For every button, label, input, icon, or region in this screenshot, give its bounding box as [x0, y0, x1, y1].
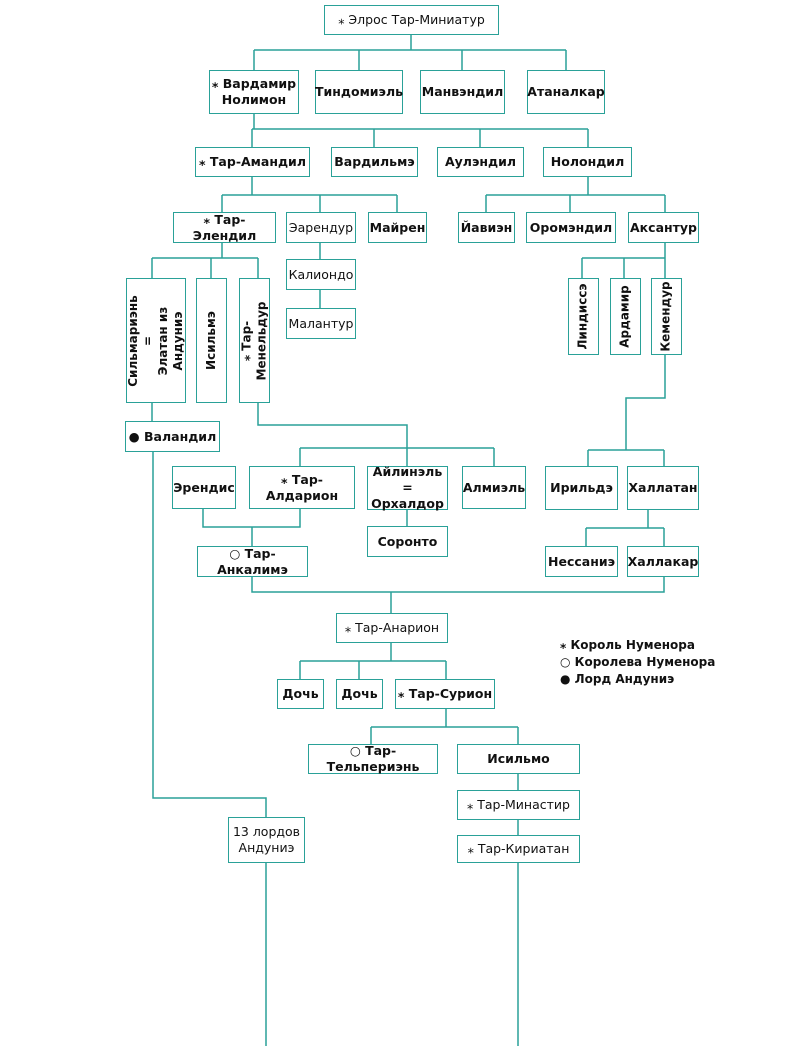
node-tar-amandil: ⁎ Тар-Амандил [195, 147, 310, 177]
node-mairen: Майрен [368, 212, 427, 243]
node-lindisse: Линдиссэ [568, 278, 599, 355]
node-nolondil: Нолондил [543, 147, 632, 177]
node-tar-kiriatan: ⁎ Тар-Кириатан [457, 835, 580, 863]
node-silmarien: Сильмариэнь = Элатан из Андуниэ [126, 278, 186, 403]
node-tar-meneldur: ⁎ Тар-Менельдур [239, 278, 270, 403]
legend-king: ⁎ Король Нуменора [560, 638, 695, 652]
node-tar-aldarion: ⁎ Тар-Алдарион [249, 466, 355, 509]
node-yavien: Йавиэн [458, 212, 515, 243]
node-manvendil: Манвэндил [420, 70, 505, 114]
node-ailinel-orhaldor: Айлинэль = Орхалдор [367, 464, 448, 511]
node-tar-elendil: ⁎ Тар-Элендил [173, 212, 276, 243]
node-atanalkar: Атаналкар [527, 70, 605, 114]
node-soronto: Соронто [367, 526, 448, 557]
node-valandil: ● Валандил [125, 421, 220, 452]
node-tar-ankalime: ○ Тар-Анкалимэ [197, 546, 308, 577]
legend-queen: ○ Королева Нуменора [560, 655, 716, 669]
node-almiel: Алмиэль [462, 466, 526, 509]
node-vardilme: Вардильмэ [331, 147, 418, 177]
node-tar-anarion: ⁎ Тар-Анарион [336, 613, 448, 643]
node-hallatan: Халлатан [627, 466, 699, 510]
node-elros: ⁎ Элрос Тар-Миниатур [324, 5, 499, 35]
node-daughter-2: Дочь [336, 679, 383, 709]
node-ardamir: Ардамир [610, 278, 641, 355]
node-tar-surion: ⁎ Тар-Сурион [395, 679, 495, 709]
node-erendis: Эрендис [172, 466, 236, 509]
legend-lord: ● Лорд Андуниэ [560, 672, 675, 686]
node-daughter-1: Дочь [277, 679, 324, 709]
node-malantur: Малантур [286, 308, 356, 339]
node-aksantur: Аксантур [628, 212, 699, 243]
node-vardamir: ⁎ Вардамир Нолимон [209, 70, 299, 114]
node-oromendil: Оромэндил [526, 212, 616, 243]
node-tindomiel: Тиндомиэль [315, 70, 403, 114]
node-tar-telperien: ○ Тар-Тельпериэнь [308, 743, 438, 774]
node-kaliondo: Калиондо [286, 259, 356, 290]
node-earendur: Эарендур [286, 212, 356, 243]
node-hallakar: Халлакар [627, 546, 699, 577]
node-tar-minastir: ⁎ Тар-Минастир [457, 790, 580, 820]
node-nessanie: Нессаниэ [545, 546, 618, 577]
node-aulendil: Аулэндил [437, 147, 524, 177]
node-isilme: Исильмэ [196, 278, 227, 403]
legend: ⁎ Король Нуменора ○ Королева Нуменора ● … [560, 637, 715, 688]
node-irilde: Ирильдэ [545, 466, 618, 510]
node-13-lords-andunie: 13 лордов Андуниэ [228, 817, 305, 863]
node-kemendur: Кемендур [651, 278, 682, 355]
node-isilmo: Исильмо [457, 744, 580, 774]
